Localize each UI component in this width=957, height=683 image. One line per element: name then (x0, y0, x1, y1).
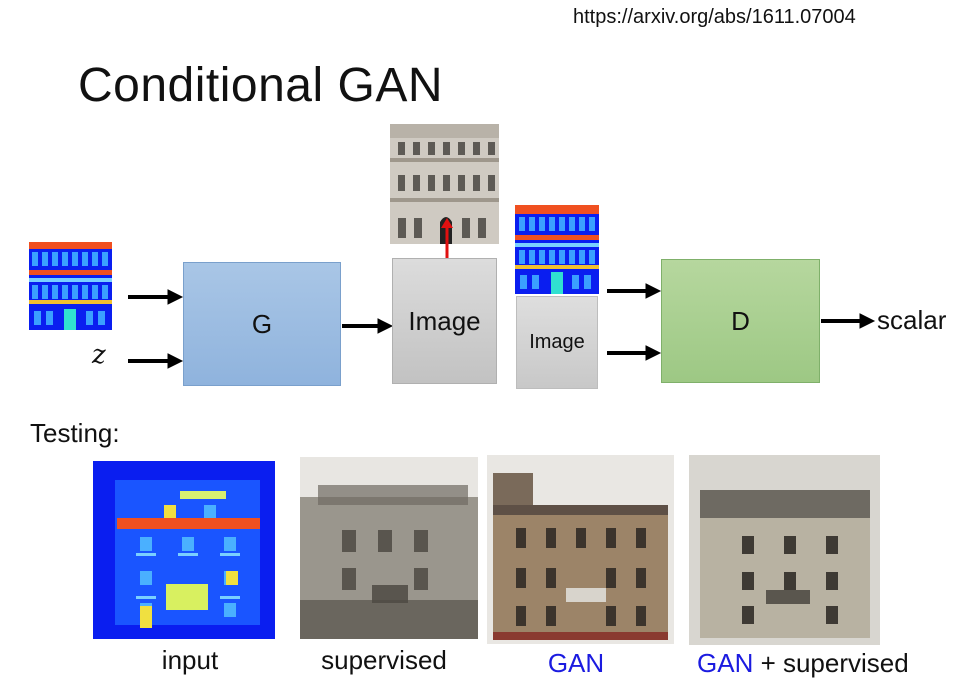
test-gan-photo (487, 455, 674, 644)
label-map-discriminator-thumbnail (515, 205, 599, 294)
test-input-label-map (93, 461, 275, 639)
generated-image-label: Image (408, 305, 481, 336)
source-url[interactable]: https://arxiv.org/abs/1611.07004 (573, 6, 856, 28)
caption-gan-supervised-prefix: GAN (697, 648, 754, 678)
test-gan-supervised-photo (689, 455, 880, 645)
generator-label: G (251, 308, 273, 339)
generated-image-box: Image (392, 258, 497, 384)
caption-gan-supervised: GAN + supervised (689, 648, 947, 679)
test-supervised-photo (300, 457, 478, 639)
output-scalar-label: scalar (877, 305, 947, 335)
caption-supervised: supervised (321, 645, 447, 675)
caption-input: input (161, 645, 219, 675)
discriminator-label: D (731, 305, 750, 336)
flow-arrows (128, 283, 876, 369)
generator-box: G (183, 262, 341, 386)
testing-heading: Testing: (30, 418, 120, 448)
caption-gan-supervised-suffix: + supervised (753, 648, 909, 678)
caption-gan: GAN (547, 648, 605, 678)
paired-image-box: Image (516, 296, 598, 389)
paired-image-label: Image (529, 331, 585, 353)
discriminator-box: D (661, 259, 820, 383)
noise-label: z (92, 340, 106, 370)
slide-title: Conditional GAN (78, 59, 444, 112)
building-photo-target (390, 124, 499, 244)
label-map-input-thumbnail (29, 242, 112, 330)
